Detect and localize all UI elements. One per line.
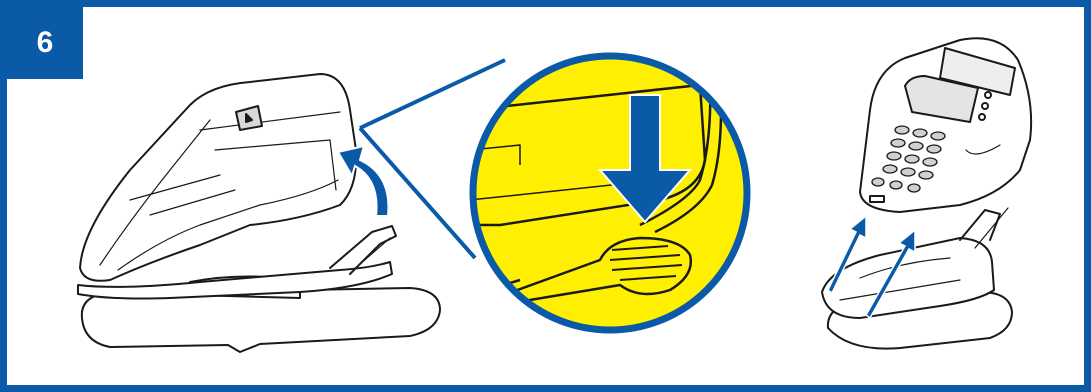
cradle-clamp-arm xyxy=(329,225,397,275)
zoom-callout-lines xyxy=(358,58,506,260)
cradle-right xyxy=(821,237,995,319)
terminal-body xyxy=(79,73,358,282)
press-down-arrow xyxy=(597,94,693,224)
left-device-illustration xyxy=(77,73,441,353)
tilt-arrow xyxy=(336,144,390,217)
lift-arrow-right xyxy=(865,228,916,320)
cradle xyxy=(77,261,393,300)
latch-lever xyxy=(488,236,693,307)
lift-arrow-left xyxy=(827,214,867,295)
right-device-illustration xyxy=(821,37,1033,350)
keypad xyxy=(871,125,946,193)
zoom-detail xyxy=(469,52,751,334)
terminal-screen xyxy=(904,75,979,123)
step-number-badge: 6 xyxy=(7,7,83,79)
lift-arrows xyxy=(827,214,916,320)
